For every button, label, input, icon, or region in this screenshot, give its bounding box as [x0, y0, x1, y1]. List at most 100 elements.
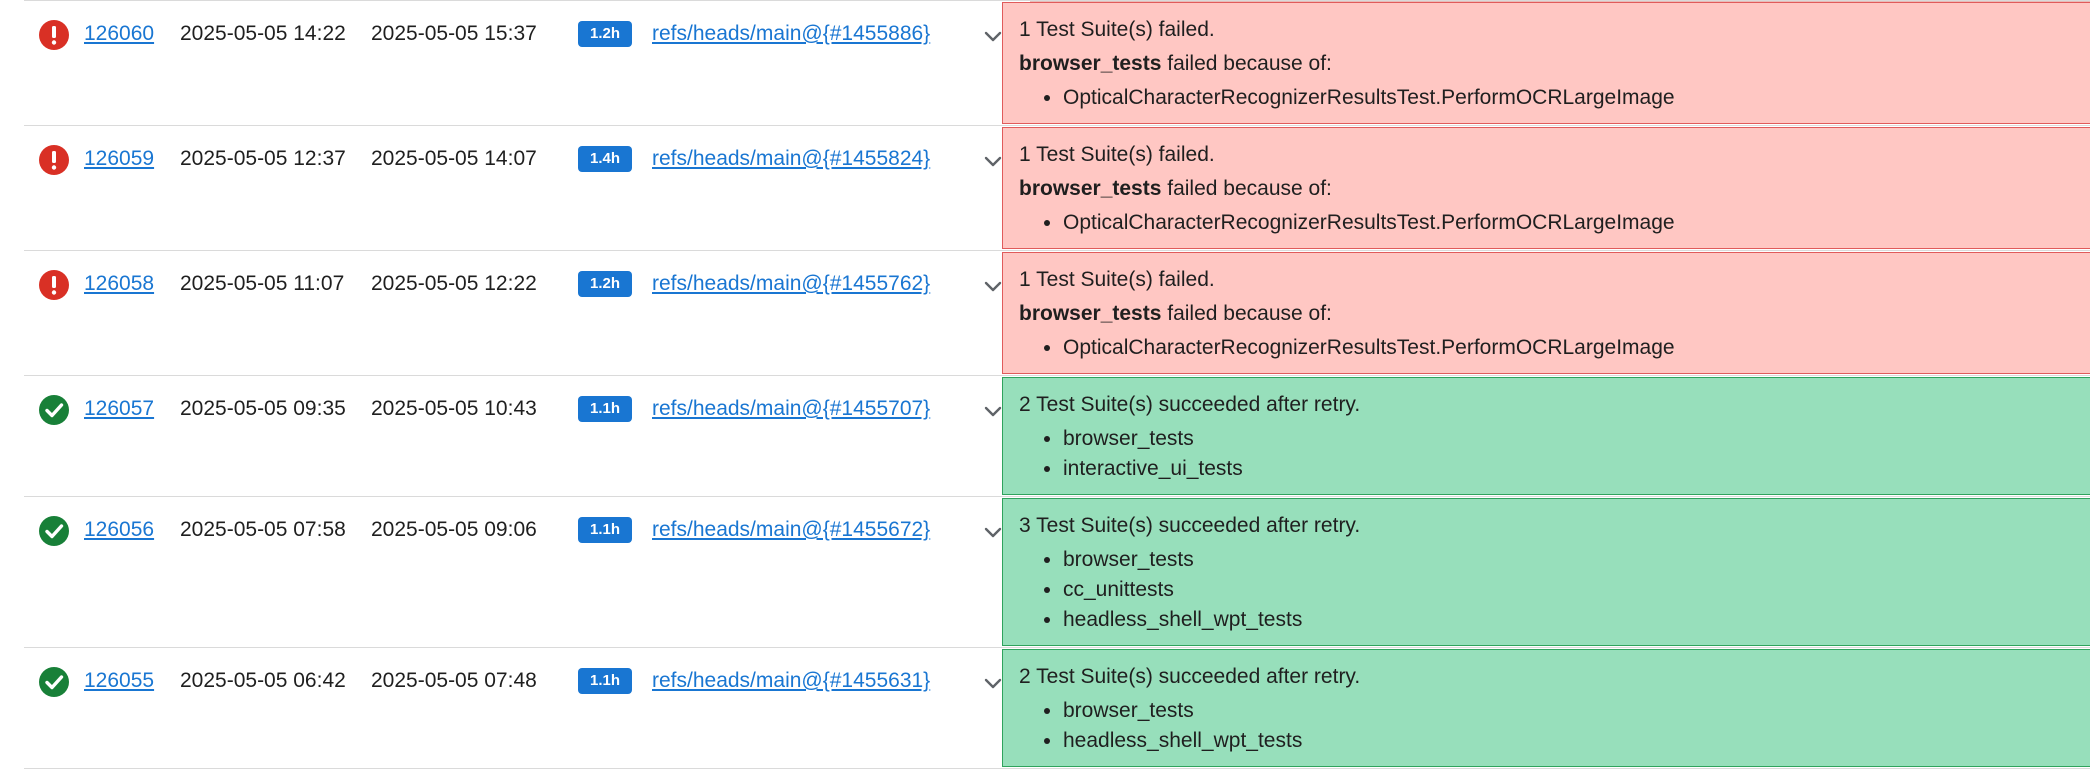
summary-box: 1 Test Suite(s) failed.browser_tests fai…: [1002, 127, 2090, 249]
commit-ref-link[interactable]: refs/heads/main@{#1455762}: [652, 272, 931, 295]
status-cell: [24, 125, 84, 251]
failed-suite-name: browser_tests: [1019, 302, 1162, 325]
summary-list-item: headless_shell_wpt_tests: [1063, 726, 2090, 756]
commit-ref-link[interactable]: refs/heads/main@{#1455631}: [652, 669, 931, 692]
end-time-cell: 2025-05-05 09:06: [371, 496, 562, 648]
commit-ref-link[interactable]: refs/heads/main@{#1455886}: [652, 22, 931, 45]
error-icon: [38, 269, 70, 301]
end-time: 2025-05-05 15:37: [371, 22, 537, 45]
summary-cell: 3 Test Suite(s) succeeded after retry. br…: [1002, 496, 2090, 648]
duration-cell: 1.2h: [562, 0, 652, 126]
expand-cell: [972, 125, 1004, 251]
duration-badge: 1.2h: [578, 271, 633, 297]
check-circle-icon: [38, 394, 70, 426]
start-time-cell: 2025-05-05 09:35: [180, 375, 371, 497]
summary-list-item: interactive_ui_tests: [1063, 454, 2090, 484]
summary-box: 2 Test Suite(s) succeeded after retry.br…: [1002, 377, 2090, 495]
summary-headline: 3 Test Suite(s) succeeded after retry.: [1019, 514, 1361, 537]
end-time: 2025-05-05 07:48: [371, 669, 537, 692]
summary-box: 3 Test Suite(s) succeeded after retry. br…: [1002, 498, 2090, 646]
summary-cell: 1 Test Suite(s) failed. browser_tests fai…: [1002, 0, 2090, 126]
ref-cell: refs/heads/main@{#1455824}: [652, 125, 972, 251]
failure-reason: browser_tests failed because of:: [1019, 172, 2090, 206]
error-icon: [38, 19, 70, 51]
check-circle-icon: [38, 515, 70, 547]
expand-cell: [972, 496, 1004, 648]
commit-ref-link[interactable]: refs/heads/main@{#1455824}: [652, 147, 931, 170]
build-id-link[interactable]: 126055: [84, 669, 155, 692]
chevron-down-icon[interactable]: [982, 521, 1004, 543]
status-cell: [24, 375, 84, 497]
end-time-cell: 2025-05-05 07:48: [371, 647, 562, 769]
summary-list-item: OpticalCharacterRecognizerResultsTest.Pe…: [1063, 333, 2090, 363]
summary-list-item: browser_tests: [1063, 545, 2090, 575]
duration-cell: 1.4h: [562, 125, 652, 251]
build-id-cell: 126056: [84, 496, 180, 648]
summary-box: 2 Test Suite(s) succeeded after retry. br…: [1002, 649, 2090, 767]
start-time: 2025-05-05 14:22: [180, 22, 346, 45]
summary-headline: 2 Test Suite(s) succeeded after retry.: [1019, 393, 1361, 416]
chevron-down-icon[interactable]: [982, 25, 1004, 47]
end-time: 2025-05-05 09:06: [371, 518, 537, 541]
summary-list: browser_testsheadless_shell_wpt_tests: [1019, 696, 2090, 756]
status-cell: [24, 0, 84, 126]
start-time: 2025-05-05 09:35: [180, 397, 346, 420]
end-time-cell: 2025-05-05 14:07: [371, 125, 562, 251]
chevron-down-icon[interactable]: [982, 400, 1004, 422]
build-id-cell: 126057: [84, 375, 180, 497]
summary-list: OpticalCharacterRecognizerResultsTest.Pe…: [1019, 83, 2090, 113]
build-id-link[interactable]: 126056: [84, 518, 155, 541]
build-id-cell: 126060: [84, 0, 180, 126]
start-time: 2025-05-05 07:58: [180, 518, 346, 541]
build-id-link[interactable]: 126059: [84, 147, 155, 170]
summary-box: 1 Test Suite(s) failed. browser_tests fai…: [1002, 2, 2090, 124]
build-id-cell: 126055: [84, 647, 180, 769]
failure-reason-text: failed because of:: [1161, 52, 1332, 75]
end-time: 2025-05-05 10:43: [371, 397, 537, 420]
summary-cell: 2 Test Suite(s) succeeded after retry. br…: [1002, 647, 2090, 769]
duration-cell: 1.1h: [562, 496, 652, 648]
summary-list-item: OpticalCharacterRecognizerResultsTest.Pe…: [1063, 208, 2090, 238]
summary-cell: 2 Test Suite(s) succeeded after retry.br…: [1002, 375, 2090, 497]
end-time-cell: 2025-05-05 15:37: [371, 0, 562, 126]
build-id-link[interactable]: 126060: [84, 22, 155, 45]
summary-headline: 1 Test Suite(s) failed.: [1019, 268, 1215, 291]
chevron-down-icon[interactable]: [982, 672, 1004, 694]
chevron-down-icon[interactable]: [982, 150, 1004, 172]
build-row: 126055 2025-05-05 06:42 2025-05-05 07:48 1.…: [24, 647, 2090, 769]
expand-cell: [972, 647, 1004, 769]
end-time-cell: 2025-05-05 12:22: [371, 250, 562, 376]
summary-list-item: OpticalCharacterRecognizerResultsTest.Pe…: [1063, 83, 2090, 113]
commit-ref-link[interactable]: refs/heads/main@{#1455672}: [652, 518, 931, 541]
summary-list: browser_testscc_unittestsheadless_shell_…: [1019, 545, 2090, 635]
build-id-link[interactable]: 126057: [84, 397, 155, 420]
check-circle-icon: [38, 666, 70, 698]
failure-reason-text: failed because of:: [1161, 177, 1332, 200]
chevron-down-icon[interactable]: [982, 275, 1004, 297]
summary-headline: 2 Test Suite(s) succeeded after retry.: [1019, 665, 1361, 688]
status-cell: [24, 496, 84, 648]
summary-list-item: cc_unittests: [1063, 575, 2090, 605]
ref-cell: refs/heads/main@{#1455886}: [652, 0, 972, 126]
build-id-link[interactable]: 126058: [84, 272, 155, 295]
summary-box: 1 Test Suite(s) failed.browser_tests fai…: [1002, 252, 2090, 374]
start-time-cell: 2025-05-05 07:58: [180, 496, 371, 648]
duration-cell: 1.1h: [562, 375, 652, 497]
summary-list: OpticalCharacterRecognizerResultsTest.Pe…: [1019, 333, 2090, 363]
build-row: 126057 2025-05-05 09:35 2025-05-05 10:43 1.…: [24, 375, 2090, 497]
duration-badge: 1.2h: [578, 21, 633, 47]
duration-cell: 1.2h: [562, 250, 652, 376]
duration-cell: 1.1h: [562, 647, 652, 769]
summary-list-item: headless_shell_wpt_tests: [1063, 605, 2090, 635]
failure-reason: browser_tests failed because of:: [1019, 47, 2090, 81]
start-time-cell: 2025-05-05 11:07: [180, 250, 371, 376]
summary-list-item: browser_tests: [1063, 696, 2090, 726]
summary-headline: 1 Test Suite(s) failed.: [1019, 18, 1215, 41]
expand-cell: [972, 250, 1004, 376]
expand-cell: [972, 375, 1004, 497]
start-time: 2025-05-05 06:42: [180, 669, 346, 692]
commit-ref-link[interactable]: refs/heads/main@{#1455707}: [652, 397, 931, 420]
builds-table: 126060 2025-05-05 14:22 2025-05-05 15:37 1.…: [24, 0, 2090, 769]
